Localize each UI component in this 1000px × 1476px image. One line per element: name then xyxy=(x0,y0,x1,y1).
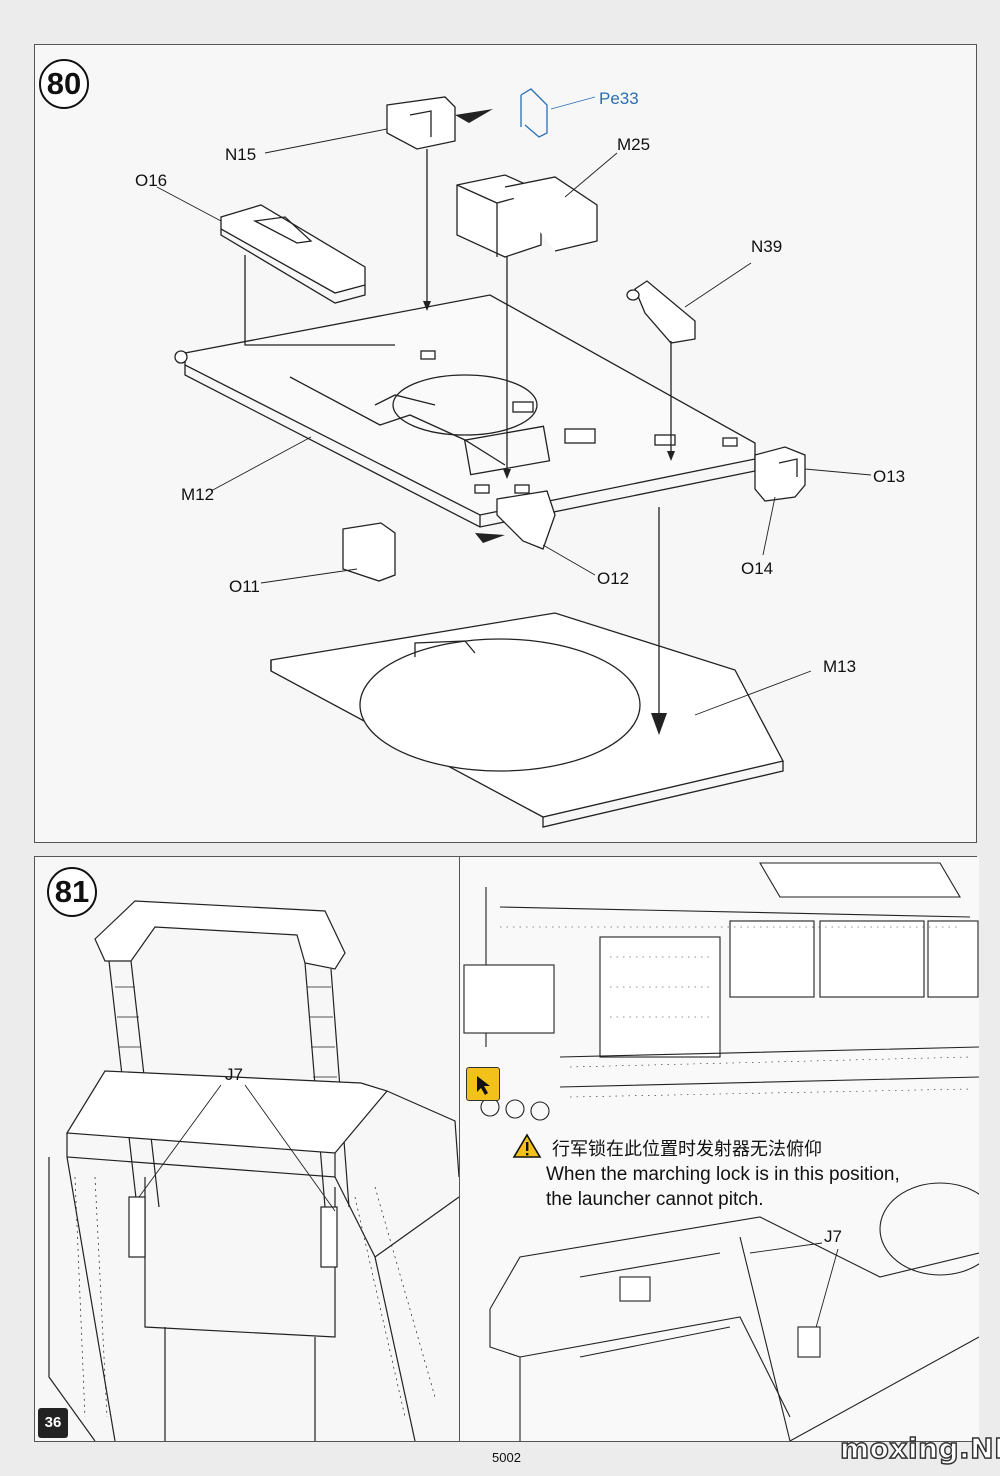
label-j7-detail: J7 xyxy=(824,1227,842,1246)
step-number-81: 81 xyxy=(47,867,97,917)
label-n15: N15 xyxy=(225,145,257,164)
step-number-80: 80 xyxy=(39,59,89,109)
label-o13: O13 xyxy=(873,467,906,486)
warning-text-en-line2: the launcher cannot pitch. xyxy=(546,1189,764,1210)
step-81-panel: 81 xyxy=(34,856,979,1442)
warning-text-zh: 行军锁在此位置时发射器无法俯仰 xyxy=(552,1139,822,1160)
warning-triangle-icon xyxy=(512,1133,542,1158)
page-number: 36 xyxy=(38,1408,68,1438)
warning-text-en-line1: When the marching lock is in this positi… xyxy=(546,1164,900,1185)
label-j7-main: J7 xyxy=(225,1065,243,1084)
label-m12: M12 xyxy=(181,485,215,504)
step-81-main-diagram xyxy=(48,900,459,1441)
warning-text-en: When the marching lock is in this positi… xyxy=(546,1162,976,1212)
label-pe33: Pe33 xyxy=(599,89,639,108)
step-80-panel: 80 xyxy=(34,44,977,843)
product-code: 5002 xyxy=(492,1450,521,1465)
cursor-arrow-icon xyxy=(466,1067,500,1101)
label-o12: O12 xyxy=(597,569,630,588)
detail-inset-diagram xyxy=(463,862,979,1441)
label-m25: M25 xyxy=(617,135,651,154)
step-80-exploded-diagram xyxy=(156,88,872,828)
detail-inset: 行军锁在此位置时发射器无法俯仰 When the marching lock i… xyxy=(459,857,979,1441)
watermark: moxing.NET xyxy=(839,1431,1000,1466)
label-o16: O16 xyxy=(135,171,168,190)
label-o11: O11 xyxy=(229,577,260,596)
label-m13: M13 xyxy=(823,657,857,676)
label-n39: N39 xyxy=(751,237,783,256)
label-o14: O14 xyxy=(741,559,774,578)
